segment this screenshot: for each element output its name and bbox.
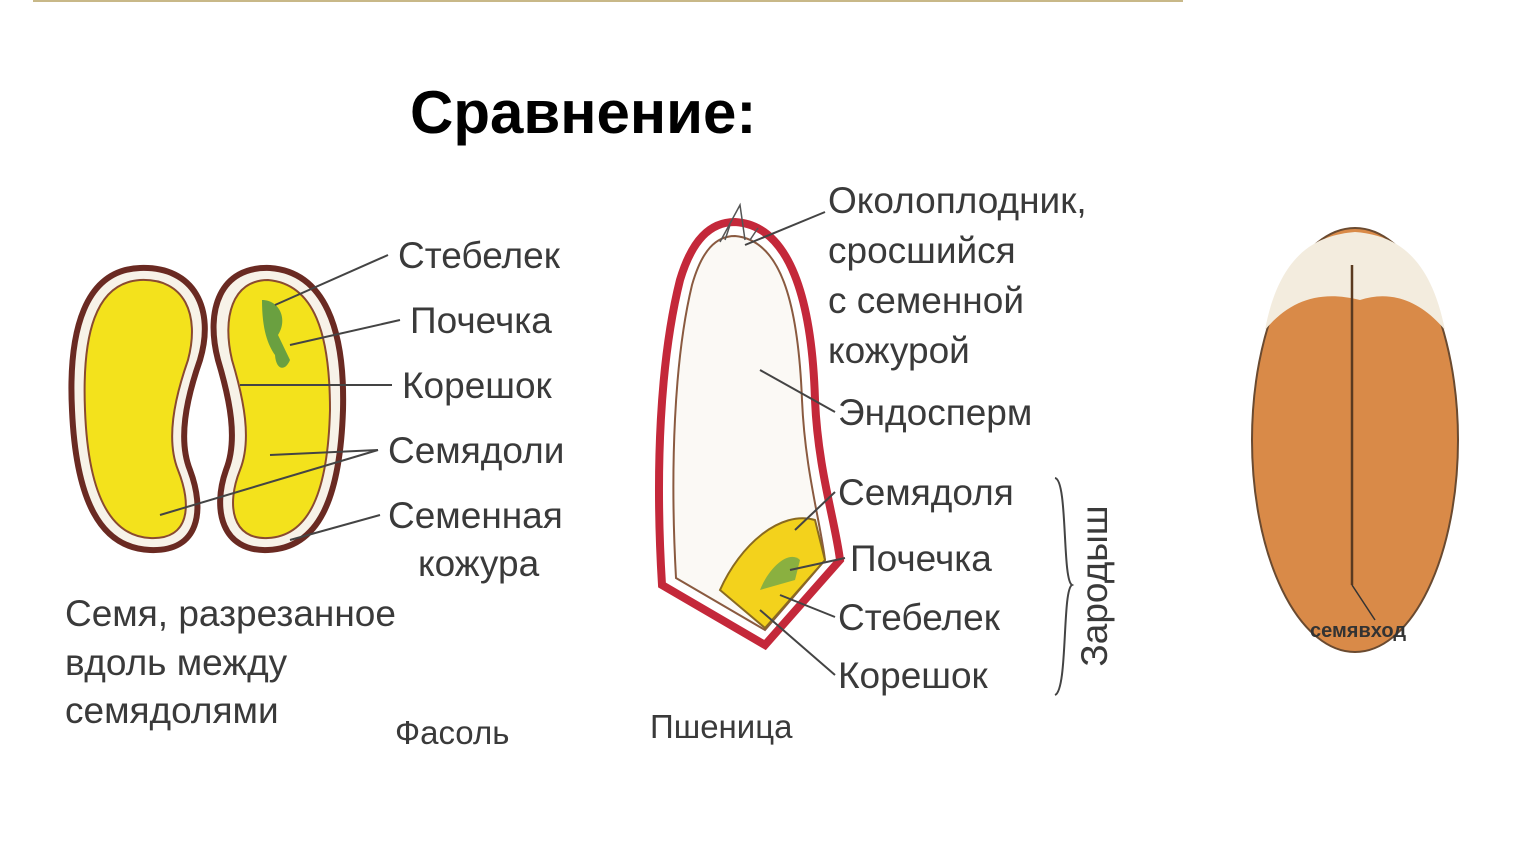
- slide-title: Сравнение:: [410, 79, 757, 146]
- bean-label-seed-coat-1: Семенная: [388, 495, 563, 536]
- wheat-pericarp-2: сросшийся: [828, 230, 1016, 271]
- bean-name: Фасоль: [395, 714, 510, 751]
- bean-embryo-bud: [262, 300, 290, 368]
- wheat-grain: [1251, 227, 1459, 653]
- bean-label-cotyledons: Семядоли: [388, 430, 565, 471]
- bean-caption-2: вдоль между: [65, 642, 288, 683]
- wheat-cotyledon: Семядоля: [838, 472, 1014, 513]
- bean-leader-lines: [159, 254, 401, 541]
- wheat-name: Пшеница: [650, 708, 793, 745]
- bean-caption-1: Семя, разрезанное: [65, 593, 396, 634]
- bean-right-half: [210, 264, 347, 554]
- wheat-stem: Стебелек: [838, 597, 1000, 638]
- wheat-leader-lines: [744, 211, 1075, 696]
- wheat-section: [655, 202, 845, 651]
- wheat-pericarp-4: кожурой: [828, 330, 970, 371]
- wheat-embryo-label: Зародыш: [1074, 505, 1115, 667]
- wheat-root: Корешок: [838, 655, 988, 696]
- wheat-endosperm: Эндосперм: [838, 392, 1033, 433]
- bean-left-half: [68, 264, 208, 554]
- grain-micropyle-label: семявход: [1310, 620, 1407, 642]
- bean-label-bud: Почечка: [410, 300, 552, 341]
- bean-label-stem: Стебелек: [398, 235, 560, 276]
- top-divider: [33, 0, 1183, 2]
- wheat-pericarp-3: с семенной: [828, 280, 1024, 321]
- wheat-pericarp-1: Околоплодник,: [828, 180, 1087, 221]
- bean-label-root: Корешок: [402, 365, 552, 406]
- bean-caption-3: семядолями: [65, 690, 279, 731]
- bean-label-seed-coat-2: кожура: [418, 543, 540, 584]
- wheat-bud: Почечка: [850, 538, 992, 579]
